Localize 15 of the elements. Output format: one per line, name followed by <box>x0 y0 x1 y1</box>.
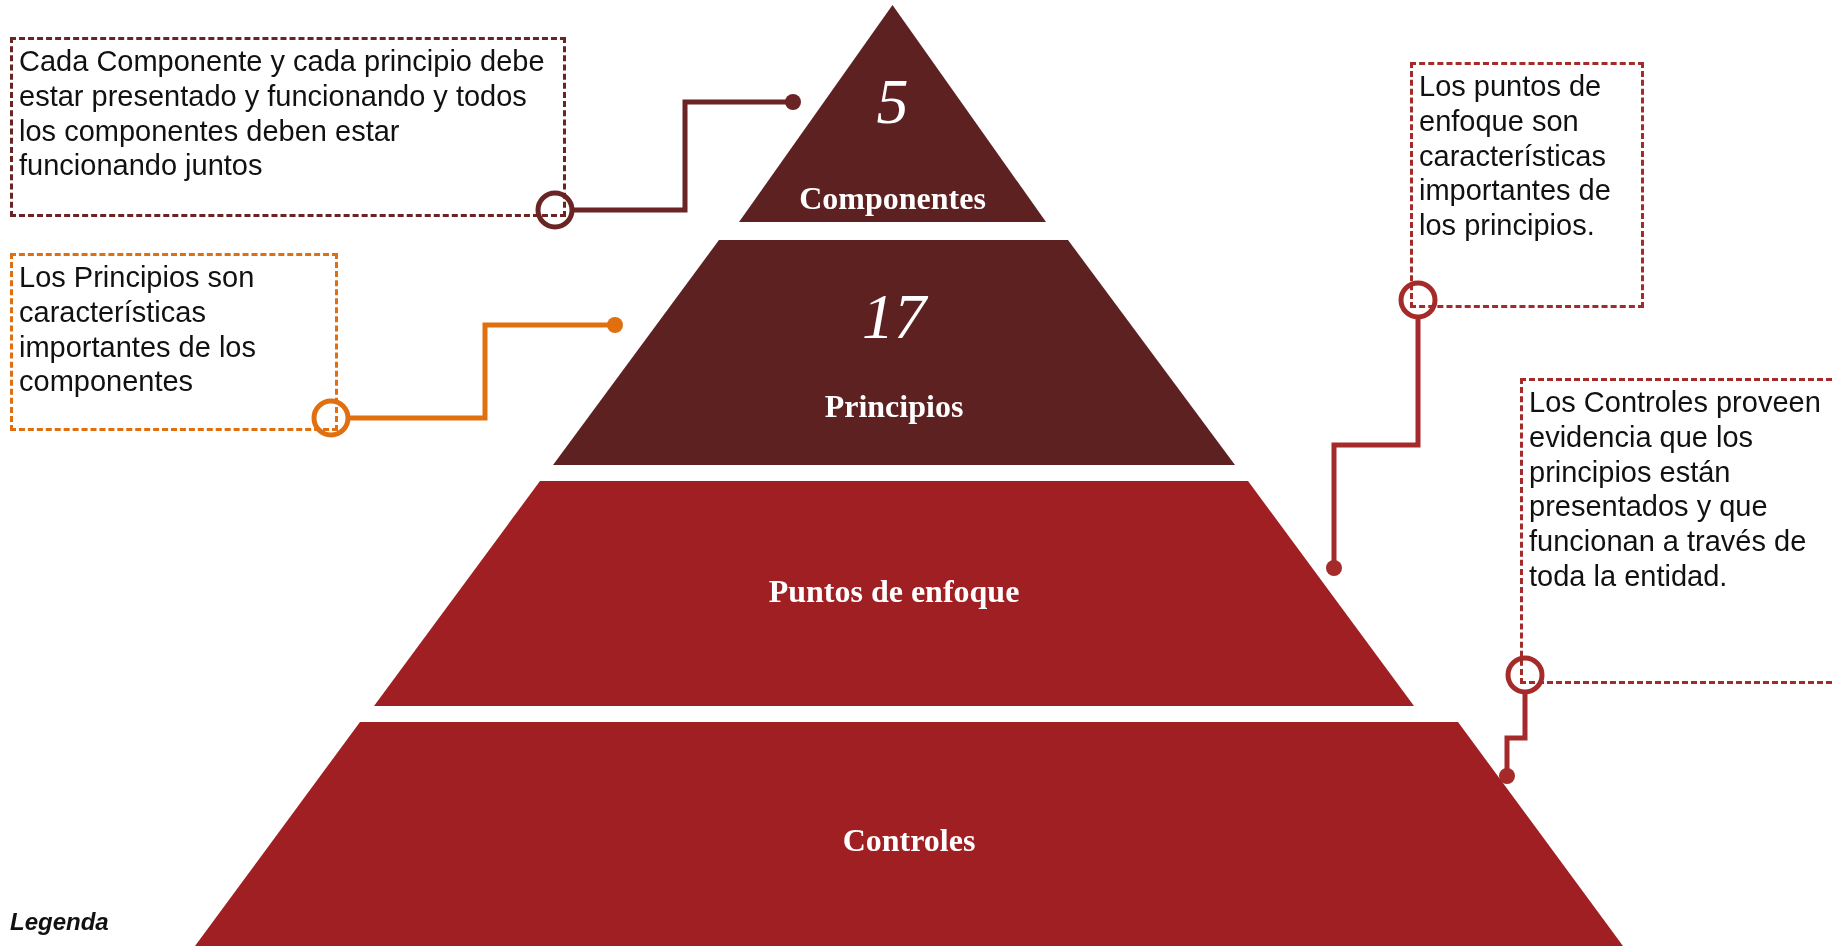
tier-label: Componentes <box>798 180 987 217</box>
tier-label: Controles <box>841 822 977 859</box>
tier-number: 5 <box>875 65 910 139</box>
leader-line <box>1499 655 1545 784</box>
callout-box: Los Controles proveen evidencia que los principios están presentados y que funcionan a través de toda la entidad. <box>1520 378 1835 684</box>
tier-label: Puntos de enfoque <box>767 573 1021 610</box>
callout-box: Los puntos de enfoque son características importantes de los principios. <box>1410 62 1644 308</box>
leader-line <box>311 317 623 438</box>
callout-box: Cada Componente y cada principio debe estar presentado y funcionando y todos los componentes deben estar funcionando juntos <box>10 37 566 217</box>
callout-box: Los Principios son características importantes de los componentes <box>10 253 338 431</box>
leader-line <box>1326 280 1438 576</box>
tier-number: 17 <box>861 280 929 354</box>
tier-label: Principios <box>823 388 965 425</box>
legend-heading: Legenda <box>10 908 109 936</box>
leader-line <box>535 94 801 230</box>
